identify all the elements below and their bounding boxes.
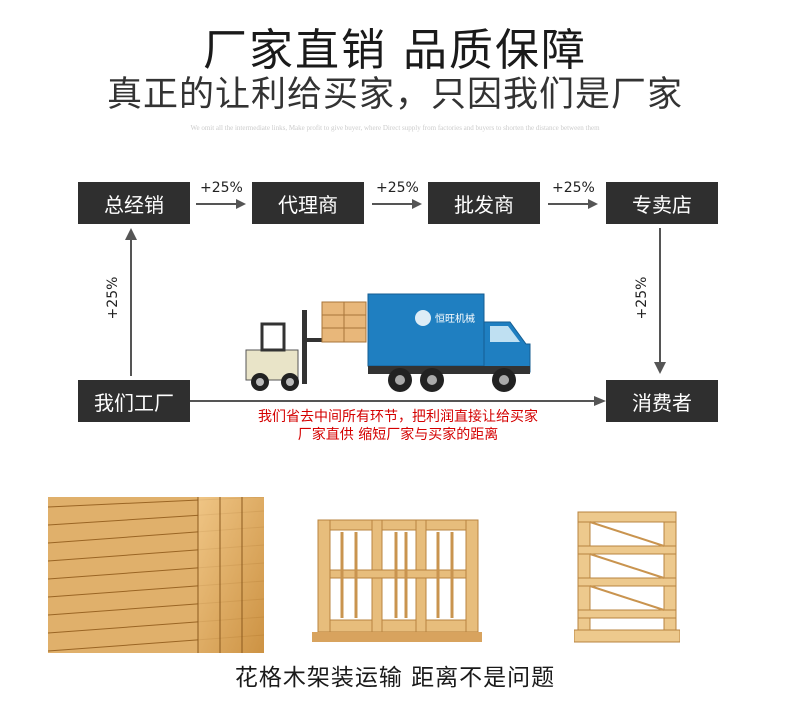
box-wholesaler: 批发商 [428, 182, 540, 224]
markup-label-right: +25% [634, 276, 650, 320]
arrow-right-3 [548, 199, 598, 209]
crate-icon [321, 301, 367, 343]
markup-label-left: +25% [105, 276, 121, 320]
wooden-frame-photo [574, 506, 680, 644]
arrow-right-1 [196, 199, 246, 209]
box-agent: 代理商 [252, 182, 364, 224]
red-note-2: 厂家直供 缩短厂家与买家的距离 [297, 427, 499, 443]
truck-forklift-illustration: 恒旺机械 [245, 293, 531, 392]
truck-icon: 恒旺机械 [367, 293, 531, 392]
markup-label-1: +25% [200, 180, 243, 196]
box-factory: 我们工厂 [78, 380, 190, 422]
fine-print: We omit all the intermediate links, Make… [190, 124, 600, 132]
arrow-direct [190, 396, 606, 406]
box-distributor: 总经销 [78, 182, 190, 224]
forklift-icon [245, 310, 325, 391]
red-note-1: 我们省去中间所有环节，把利润直接让给买家 [258, 409, 538, 425]
lumber-stack-photo [48, 497, 264, 653]
arrow-right-2 [372, 199, 422, 209]
markup-label-2: +25% [376, 180, 419, 196]
wooden-crate-photo [312, 512, 482, 642]
footer-caption: 花格木架装运输 距离不是问题 [234, 665, 556, 691]
arrow-down [654, 228, 666, 374]
markup-label-3: +25% [552, 180, 595, 196]
page-subtitle: 真正的让利给买家，只因我们是厂家 [106, 75, 683, 115]
box-consumer: 消费者 [606, 380, 718, 422]
truck-logo-text: 恒旺机械 [435, 312, 475, 325]
page-title: 厂家直销 品质保障 [203, 25, 587, 76]
arrow-up [125, 228, 137, 376]
box-retail-store: 专卖店 [606, 182, 718, 224]
